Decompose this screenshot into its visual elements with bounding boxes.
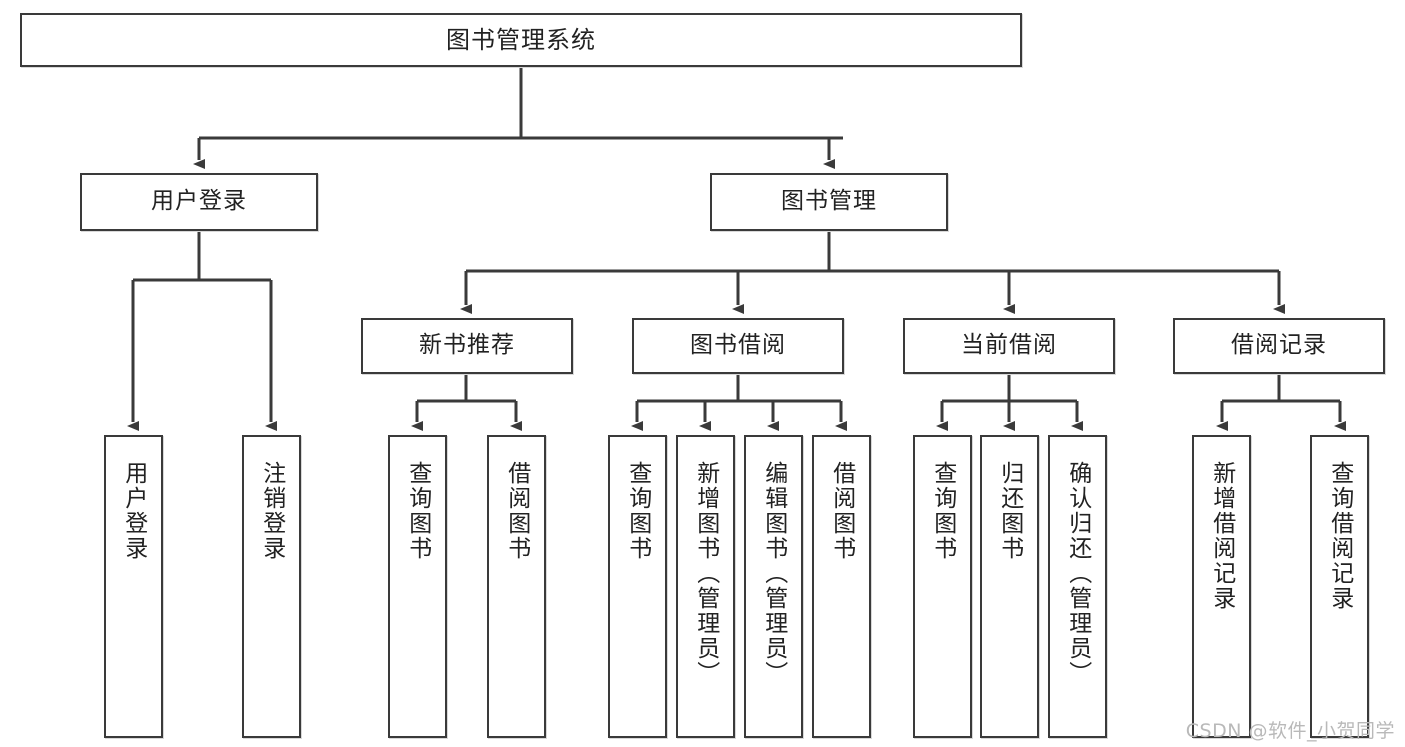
node-label: 新增借阅记录 xyxy=(1208,461,1235,611)
node-root-book-management-system[interactable]: 图书管理系统 xyxy=(20,13,1022,67)
leaf-borrow-book[interactable]: 借阅图书 xyxy=(812,435,871,738)
node-label: 借阅记录 xyxy=(1231,332,1327,359)
node-borrow-record[interactable]: 借阅记录 xyxy=(1173,318,1385,374)
leaf-query-borrow-record[interactable]: 查询借阅记录 xyxy=(1310,435,1369,738)
node-label: 当前借阅 xyxy=(961,332,1057,359)
node-label: 注销登录 xyxy=(258,461,285,561)
leaf-query-book-current[interactable]: 查询图书 xyxy=(913,435,972,738)
leaf-query-book-recommend[interactable]: 查询图书 xyxy=(388,435,447,738)
node-user-login[interactable]: 用户登录 xyxy=(80,173,318,231)
node-label: 确认归还（管理员） xyxy=(1064,461,1091,686)
node-book-borrow[interactable]: 图书借阅 xyxy=(632,318,844,374)
node-book-management[interactable]: 图书管理 xyxy=(710,173,948,231)
node-label: 新书推荐 xyxy=(419,332,515,359)
watermark: CSDN @软件_小贺同学 xyxy=(1185,720,1395,742)
leaf-confirm-return-admin[interactable]: 确认归还（管理员） xyxy=(1048,435,1107,738)
node-label: 图书管理 xyxy=(781,188,877,215)
leaf-add-book-admin[interactable]: 新增图书（管理员） xyxy=(676,435,735,738)
leaf-borrow-book-recommend[interactable]: 借阅图书 xyxy=(487,435,546,738)
node-label: 归还图书 xyxy=(996,461,1023,561)
node-label: 查询图书 xyxy=(404,461,431,561)
node-label: 用户登录 xyxy=(120,461,147,561)
node-label: 查询图书 xyxy=(624,461,651,561)
leaf-return-book[interactable]: 归还图书 xyxy=(980,435,1039,738)
leaf-logout[interactable]: 注销登录 xyxy=(242,435,301,738)
node-new-book-recommend[interactable]: 新书推荐 xyxy=(361,318,573,374)
node-label: 借阅图书 xyxy=(828,461,855,561)
leaf-user-login[interactable]: 用户登录 xyxy=(104,435,163,738)
node-label: 新增图书（管理员） xyxy=(692,461,719,686)
node-label: 查询图书 xyxy=(929,461,956,561)
node-label: 编辑图书（管理员） xyxy=(760,461,787,686)
node-current-borrow[interactable]: 当前借阅 xyxy=(903,318,1115,374)
leaf-edit-book-admin[interactable]: 编辑图书（管理员） xyxy=(744,435,803,738)
node-label: 借阅图书 xyxy=(503,461,530,561)
node-label: 查询借阅记录 xyxy=(1326,461,1353,611)
leaf-query-book-borrow[interactable]: 查询图书 xyxy=(608,435,667,738)
leaf-add-borrow-record[interactable]: 新增借阅记录 xyxy=(1192,435,1251,738)
node-label: 图书管理系统 xyxy=(446,25,596,54)
node-label: 图书借阅 xyxy=(690,332,786,359)
node-label: 用户登录 xyxy=(151,188,247,215)
